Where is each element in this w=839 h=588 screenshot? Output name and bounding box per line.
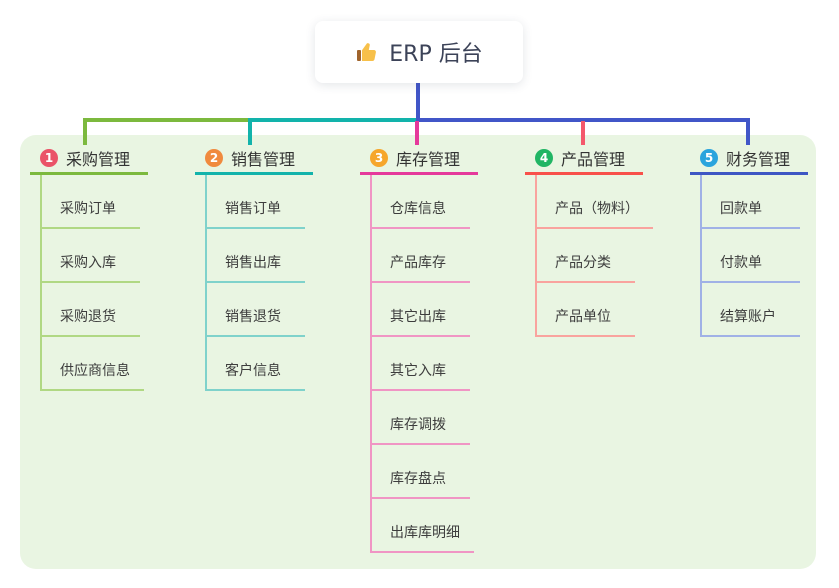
branch-children-purchase: 采购订单采购入库采购退货供应商信息 <box>40 175 160 391</box>
child-item[interactable]: 产品分类 <box>535 229 635 283</box>
child-item[interactable]: 仓库信息 <box>370 175 470 229</box>
branch-childline-product <box>535 175 537 337</box>
child-item[interactable]: 产品库存 <box>370 229 470 283</box>
branch-header-purchase[interactable]: 1 采购管理 <box>30 143 148 175</box>
branch-label-finance: 财务管理 <box>726 149 791 169</box>
child-item[interactable]: 产品（物料） <box>535 175 653 229</box>
branch-badge-5: 5 <box>700 148 718 167</box>
child-item[interactable]: 回款单 <box>700 175 800 229</box>
child-item[interactable]: 客户信息 <box>205 337 305 391</box>
branch-sales: 2 销售管理 销售订单销售出库销售退货客户信息 <box>195 143 325 391</box>
child-item[interactable]: 采购入库 <box>40 229 140 283</box>
thumbs-up-icon <box>355 40 379 64</box>
branch-purchase: 1 采购管理 采购订单采购入库采购退货供应商信息 <box>30 143 160 391</box>
connector-drop-branch-1 <box>83 118 87 145</box>
branch-finance: 5 财务管理 回款单付款单结算账户 <box>690 143 820 337</box>
connector-horizontal-right <box>416 118 749 122</box>
branch-children-inventory: 仓库信息产品库存其它出库其它入库库存调拨库存盘点出库库明细 <box>370 175 490 553</box>
connector-horizontal-mid <box>249 118 418 122</box>
root-node-label: ERP 后台 <box>389 42 483 67</box>
connector-drop-branch-5 <box>746 118 750 145</box>
branch-header-product[interactable]: 4 产品管理 <box>525 143 643 175</box>
branch-label-sales: 销售管理 <box>231 149 296 169</box>
branch-inventory: 3 库存管理 仓库信息产品库存其它出库其它入库库存调拨库存盘点出库库明细 <box>360 143 490 553</box>
child-item[interactable]: 销售退货 <box>205 283 305 337</box>
branch-header-sales[interactable]: 2 销售管理 <box>195 143 313 175</box>
branch-children-product: 产品（物料）产品分类产品单位 <box>535 175 655 337</box>
child-item[interactable]: 其它入库 <box>370 337 470 391</box>
connector-drop-branch-2 <box>248 118 252 145</box>
branch-product: 4 产品管理 产品（物料）产品分类产品单位 <box>525 143 655 337</box>
child-item[interactable]: 供应商信息 <box>40 337 144 391</box>
branch-childline-inventory <box>370 175 372 553</box>
branches-background-panel <box>20 135 816 569</box>
branch-header-inventory[interactable]: 3 库存管理 <box>360 143 478 175</box>
child-item[interactable]: 销售出库 <box>205 229 305 283</box>
branch-label-product: 产品管理 <box>561 149 626 169</box>
root-node[interactable]: ERP 后台 <box>315 21 523 83</box>
connector-drop-branch-3 <box>415 121 419 145</box>
branch-children-sales: 销售订单销售出库销售退货客户信息 <box>205 175 325 391</box>
child-item[interactable]: 采购退货 <box>40 283 140 337</box>
connector-root-stem <box>416 83 420 122</box>
branch-badge-2: 2 <box>205 148 223 167</box>
branch-badge-4: 4 <box>535 148 553 167</box>
branch-header-finance[interactable]: 5 财务管理 <box>690 143 808 175</box>
branch-badge-3: 3 <box>370 148 388 167</box>
child-item[interactable]: 销售订单 <box>205 175 305 229</box>
branch-label-inventory: 库存管理 <box>396 149 461 169</box>
branch-childline-finance <box>700 175 702 337</box>
branch-badge-1: 1 <box>40 148 58 167</box>
child-item[interactable]: 采购订单 <box>40 175 140 229</box>
branch-children-finance: 回款单付款单结算账户 <box>700 175 820 337</box>
child-item[interactable]: 结算账户 <box>700 283 800 337</box>
child-item[interactable]: 其它出库 <box>370 283 470 337</box>
branch-childline-purchase <box>40 175 42 391</box>
child-item[interactable]: 出库库明细 <box>370 499 474 553</box>
child-item[interactable]: 付款单 <box>700 229 800 283</box>
child-item[interactable]: 库存调拨 <box>370 391 470 445</box>
child-item[interactable]: 库存盘点 <box>370 445 470 499</box>
branch-childline-sales <box>205 175 207 391</box>
connector-drop-branch-4 <box>581 121 585 145</box>
child-item[interactable]: 产品单位 <box>535 283 635 337</box>
branch-label-purchase: 采购管理 <box>66 149 131 169</box>
